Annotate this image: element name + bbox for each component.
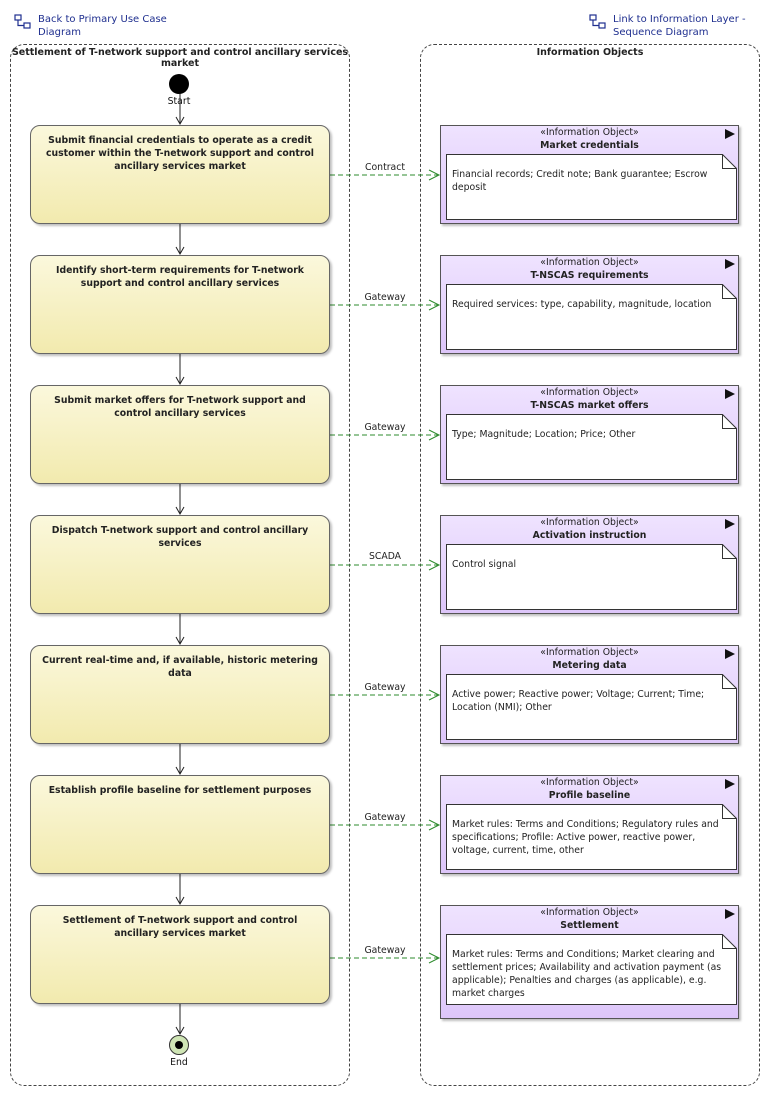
- info-object-name: T-NSCAS market offers: [530, 400, 649, 411]
- flow-label-contract: Contract: [365, 162, 405, 173]
- flow-label-gateway: Gateway: [364, 422, 406, 433]
- end-label: End: [170, 1057, 188, 1068]
- control-flow-arrowhead: [175, 896, 185, 906]
- note-shape: [446, 544, 737, 610]
- note-shape: [446, 674, 737, 740]
- info-object-stereotype: «Information Object»: [540, 647, 639, 658]
- info-object-name: T-NSCAS requirements: [530, 270, 649, 281]
- info-object-note-text: Type; Magnitude; Location; Price; Other: [452, 429, 636, 440]
- info-object-stereotype: «Information Object»: [540, 127, 639, 138]
- start-label: Start: [167, 96, 191, 107]
- play-icon: [725, 519, 735, 529]
- info-object-note-text: Active power; Reactive power; Voltage; C…: [452, 689, 705, 713]
- info-object-note-text: Control signal: [452, 559, 517, 570]
- info-object-note-text: Market rules: Terms and Conditions; Mark…: [452, 949, 722, 999]
- information-flow-arrowhead: [428, 689, 441, 701]
- note-shape: [446, 284, 737, 350]
- flow-label-gateway: Gateway: [364, 682, 406, 693]
- information-objects-swimlane-title: Information Objects: [536, 47, 644, 58]
- info-object-note: Active power; Reactive power; Voltage; C…: [446, 674, 737, 740]
- info-object-stereotype: «Information Object»: [540, 907, 639, 918]
- control-flow-arrowhead: [175, 376, 185, 386]
- info-object-name: Settlement: [560, 920, 619, 931]
- diagram-link-icon: [14, 14, 31, 29]
- activity-identify-requirements[interactable]: Identify short-term requirements for T-n…: [30, 255, 330, 354]
- note-shape: [446, 154, 737, 220]
- info-object-note-text: Market rules: Terms and Conditions; Regu…: [452, 819, 719, 856]
- activity-label: Current real-time and, if available, his…: [42, 655, 318, 679]
- flow-label-gateway: Gateway: [364, 812, 406, 823]
- end-node[interactable]: [169, 1035, 189, 1055]
- info-object-stereotype: «Information Object»: [540, 517, 639, 528]
- info-object-note-text: Financial records; Credit note; Bank gua…: [452, 169, 708, 193]
- info-object-note: Control signal: [446, 544, 737, 610]
- activity-label: Dispatch T-network support and control a…: [51, 525, 309, 549]
- diagram-link-icon: [589, 14, 606, 29]
- back-to-primary-use-case-link[interactable]: Back to Primary Use Case Diagram: [14, 13, 167, 39]
- note-shape: [446, 934, 737, 1005]
- info-object-name: Market credentials: [540, 140, 639, 151]
- activity-label: Settlement of T-network support and cont…: [62, 915, 298, 939]
- control-flow-arrowhead: [175, 1026, 185, 1036]
- control-flow-arrowhead: [175, 766, 185, 776]
- information-layer-link-label[interactable]: Link to Information Layer - Sequence Dia…: [613, 14, 746, 38]
- note-shape: [446, 414, 737, 480]
- information-layer-link[interactable]: Link to Information Layer - Sequence Dia…: [589, 13, 746, 39]
- start-node[interactable]: [169, 74, 189, 94]
- back-link-label[interactable]: Back to Primary Use Case Diagram: [38, 14, 167, 38]
- info-object-stereotype: «Information Object»: [540, 777, 639, 788]
- play-icon: [725, 129, 735, 139]
- play-icon: [725, 779, 735, 789]
- activity-label: Establish profile baseline for settlemen…: [48, 785, 312, 796]
- info-object-note: Market rules: Terms and Conditions; Mark…: [446, 934, 737, 1005]
- information-flow-arrowhead: [428, 169, 441, 181]
- info-object-note: Financial records; Credit note; Bank gua…: [446, 154, 737, 220]
- info-object-profile-baseline[interactable]: «Information Object» Profile baseline Ma…: [440, 775, 739, 874]
- activity-metering-data[interactable]: Current real-time and, if available, his…: [30, 645, 330, 744]
- information-flow-arrowhead: [428, 429, 441, 441]
- info-object-stereotype: «Information Object»: [540, 387, 639, 398]
- info-object-activation-instruction[interactable]: «Information Object» Activation instruct…: [440, 515, 739, 614]
- settlement-swimlane-title: Settlement of T-network support and cont…: [11, 47, 349, 69]
- play-icon: [725, 649, 735, 659]
- activity-dispatch-services[interactable]: Dispatch T-network support and control a…: [30, 515, 330, 614]
- information-flow-arrowhead: [428, 559, 441, 571]
- activity-establish-profile-baseline[interactable]: Establish profile baseline for settlemen…: [30, 775, 330, 874]
- flow-label-gateway: Gateway: [364, 945, 406, 956]
- activity-submit-financial-credentials[interactable]: Submit financial credentials to operate …: [30, 125, 330, 224]
- control-flow-arrowhead: [175, 506, 185, 516]
- info-object-note: Required services: type, capability, mag…: [446, 284, 737, 350]
- activity-label: Submit market offers for T-network suppo…: [54, 395, 306, 419]
- info-object-stereotype: «Information Object»: [540, 257, 639, 268]
- info-object-note: Type; Magnitude; Location; Price; Other: [446, 414, 737, 480]
- play-icon: [725, 389, 735, 399]
- note-shape: [446, 804, 737, 870]
- info-object-name: Metering data: [552, 660, 627, 671]
- info-object-name: Profile baseline: [548, 790, 631, 801]
- information-flow-arrowhead: [428, 952, 441, 964]
- end-node-dot: [175, 1041, 183, 1049]
- info-object-name: Activation instruction: [532, 530, 647, 541]
- information-flow-arrowhead: [428, 299, 441, 311]
- info-object-note-text: Required services: type, capability, mag…: [452, 299, 712, 310]
- activity-settlement[interactable]: Settlement of T-network support and cont…: [30, 905, 330, 1004]
- info-object-tnscas-market-offers[interactable]: «Information Object» T-NSCAS market offe…: [440, 385, 739, 484]
- activity-submit-market-offers[interactable]: Submit market offers for T-network suppo…: [30, 385, 330, 484]
- flow-label-gateway: Gateway: [364, 292, 406, 303]
- info-object-tnscas-requirements[interactable]: «Information Object» T-NSCAS requirement…: [440, 255, 739, 354]
- information-flow-arrowhead: [428, 819, 441, 831]
- info-object-note: Market rules: Terms and Conditions; Regu…: [446, 804, 737, 870]
- info-object-settlement[interactable]: «Information Object» Settlement Market r…: [440, 905, 739, 1019]
- control-flow-arrowhead: [175, 116, 185, 126]
- info-object-market-credentials[interactable]: «Information Object» Market credentials …: [440, 125, 739, 224]
- flow-label-scada: SCADA: [368, 551, 402, 562]
- play-icon: [725, 259, 735, 269]
- info-object-metering-data[interactable]: «Information Object» Metering data Activ…: [440, 645, 739, 744]
- activity-label: Identify short-term requirements for T-n…: [56, 265, 304, 289]
- control-flow-arrowhead: [175, 246, 185, 256]
- play-icon: [725, 909, 735, 919]
- control-flow-arrowhead: [175, 636, 185, 646]
- activity-label: Submit financial credentials to operate …: [46, 135, 314, 172]
